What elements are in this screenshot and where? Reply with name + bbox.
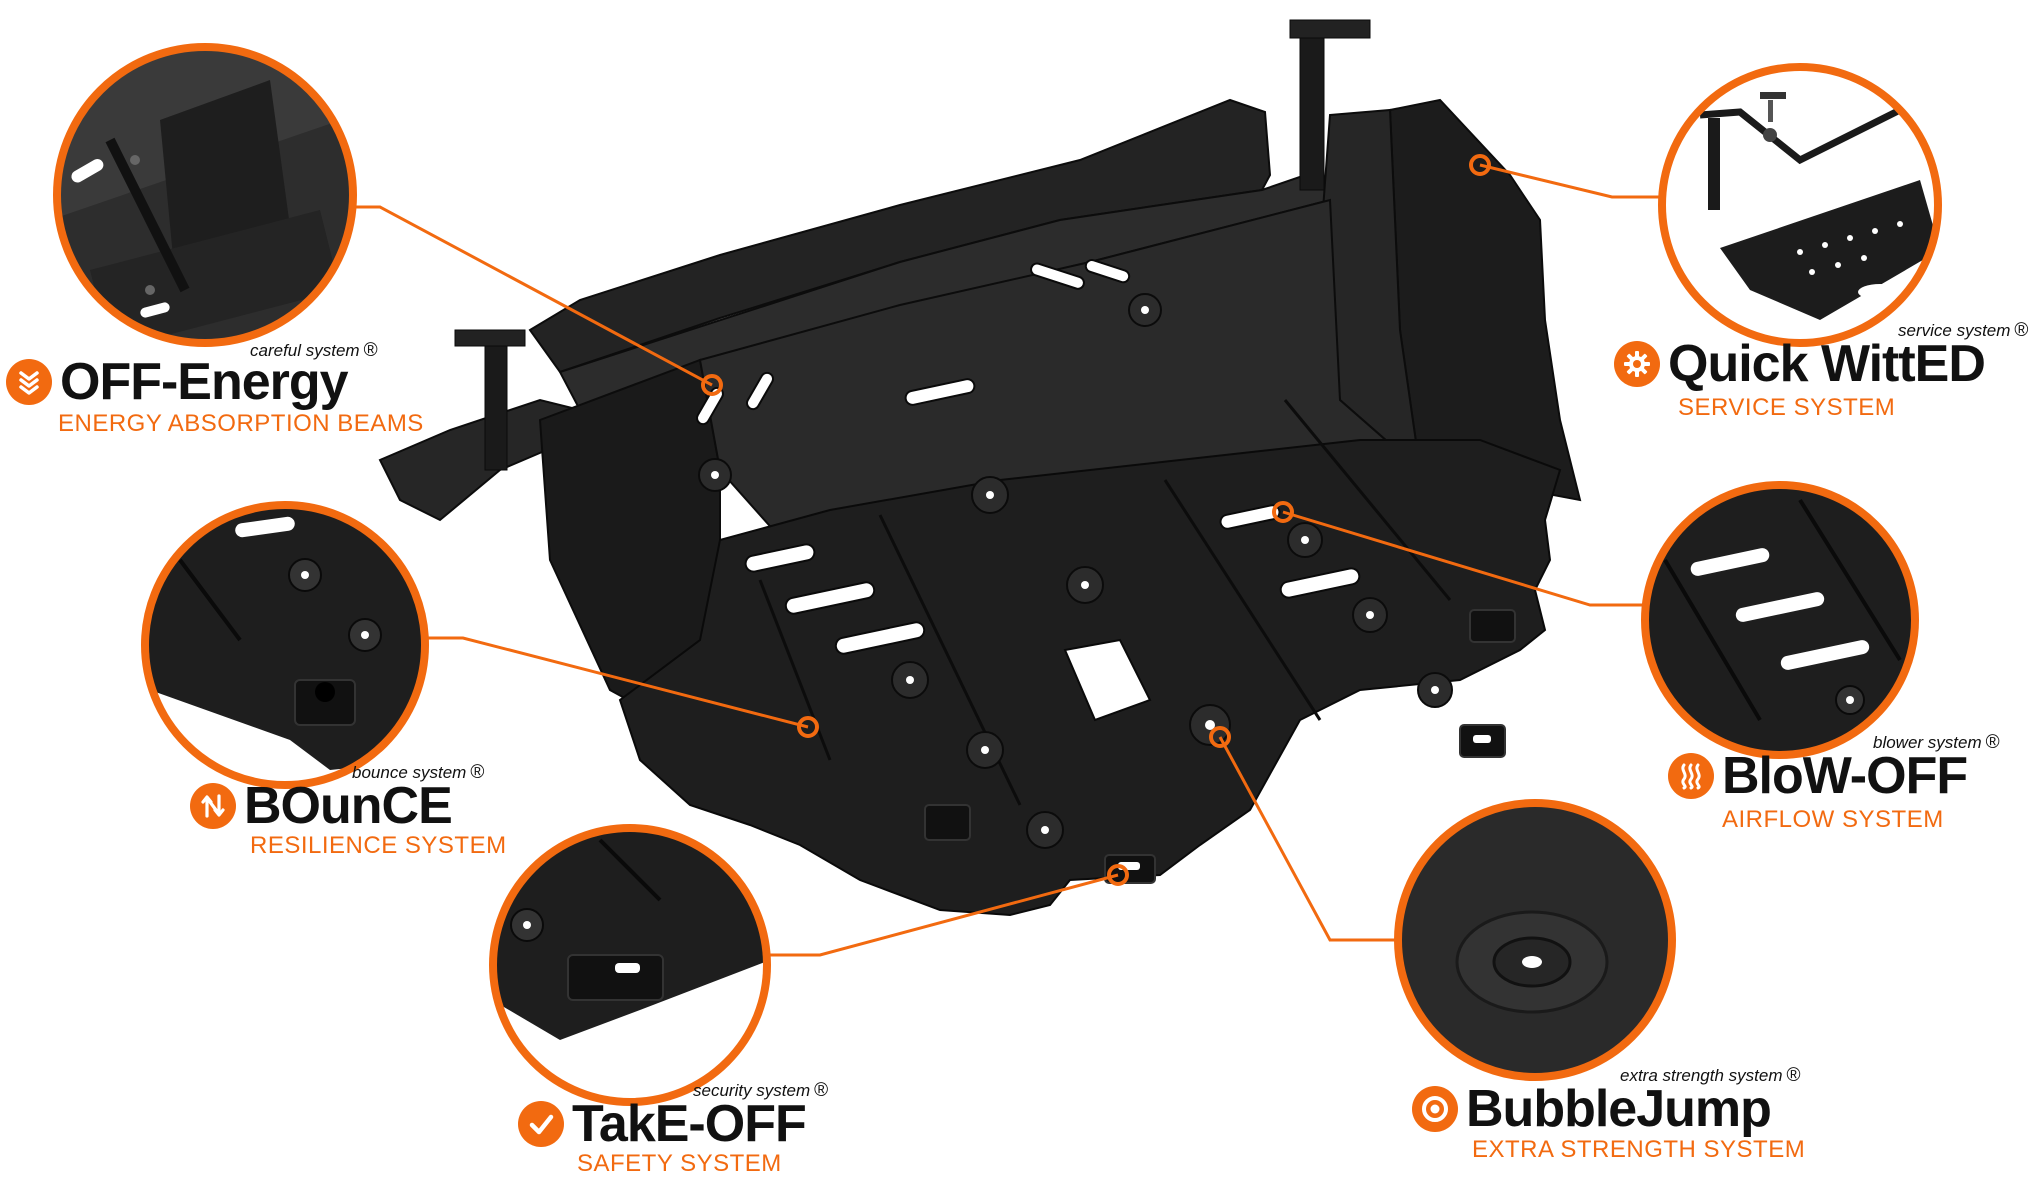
zoom-circle-blow-off — [1641, 481, 1919, 759]
feature-subtitle: ENERGY ABSORPTION BEAMS — [58, 410, 424, 437]
feature-tagline: service system® — [1898, 320, 2029, 341]
feature-tagline: bounce system® — [352, 762, 485, 783]
feature-title: BOunCE — [244, 777, 453, 835]
feature-title: Quick WittED — [1668, 335, 1986, 393]
feature-title-row: TakE-OFF — [518, 1095, 807, 1153]
feature-title-row: BOunCE — [190, 777, 453, 835]
feature-title: TakE-OFF — [572, 1095, 807, 1153]
zoom-circle-take-off — [489, 824, 771, 1106]
zoom-circle-quick-witted — [1658, 63, 1942, 347]
target-icon — [1412, 1086, 1458, 1132]
feature-subtitle: RESILIENCE SYSTEM — [250, 832, 507, 859]
feature-tagline: extra strength system® — [1620, 1065, 1801, 1086]
feature-tagline: blower system® — [1873, 732, 2000, 753]
feature-subtitle: EXTRA STRENGTH SYSTEM — [1472, 1136, 1806, 1163]
skid-plate-illustration — [378, 19, 1582, 917]
zoom-circle-bubblejump — [1394, 799, 1676, 1081]
chevrons-down-icon — [6, 359, 52, 405]
feature-title-row: Quick WittED — [1614, 335, 1986, 393]
feature-tagline: careful system® — [250, 340, 378, 361]
feature-title: BubbleJump — [1466, 1080, 1772, 1138]
feature-title-row: OFF-Energy — [6, 353, 349, 411]
heat-waves-icon — [1668, 753, 1714, 799]
feature-title-row: BubbleJump — [1412, 1080, 1772, 1138]
checkmark-icon — [518, 1101, 564, 1147]
feature-subtitle: SERVICE SYSTEM — [1678, 394, 1896, 421]
feature-subtitle: SAFETY SYSTEM — [577, 1150, 782, 1177]
feature-title-row: BloW-OFF — [1668, 747, 1968, 805]
bounce-arrows-icon — [190, 783, 236, 829]
feature-tagline: security system® — [693, 1080, 829, 1101]
feature-subtitle: AIRFLOW SYSTEM — [1722, 806, 1944, 833]
feature-title: BloW-OFF — [1722, 747, 1968, 805]
zoom-circle-off-energy — [53, 43, 357, 347]
zoom-circle-bounce — [141, 501, 429, 789]
callout-dots — [701, 154, 1491, 886]
feature-title: OFF-Energy — [60, 353, 349, 411]
gear-icon — [1614, 341, 1660, 387]
